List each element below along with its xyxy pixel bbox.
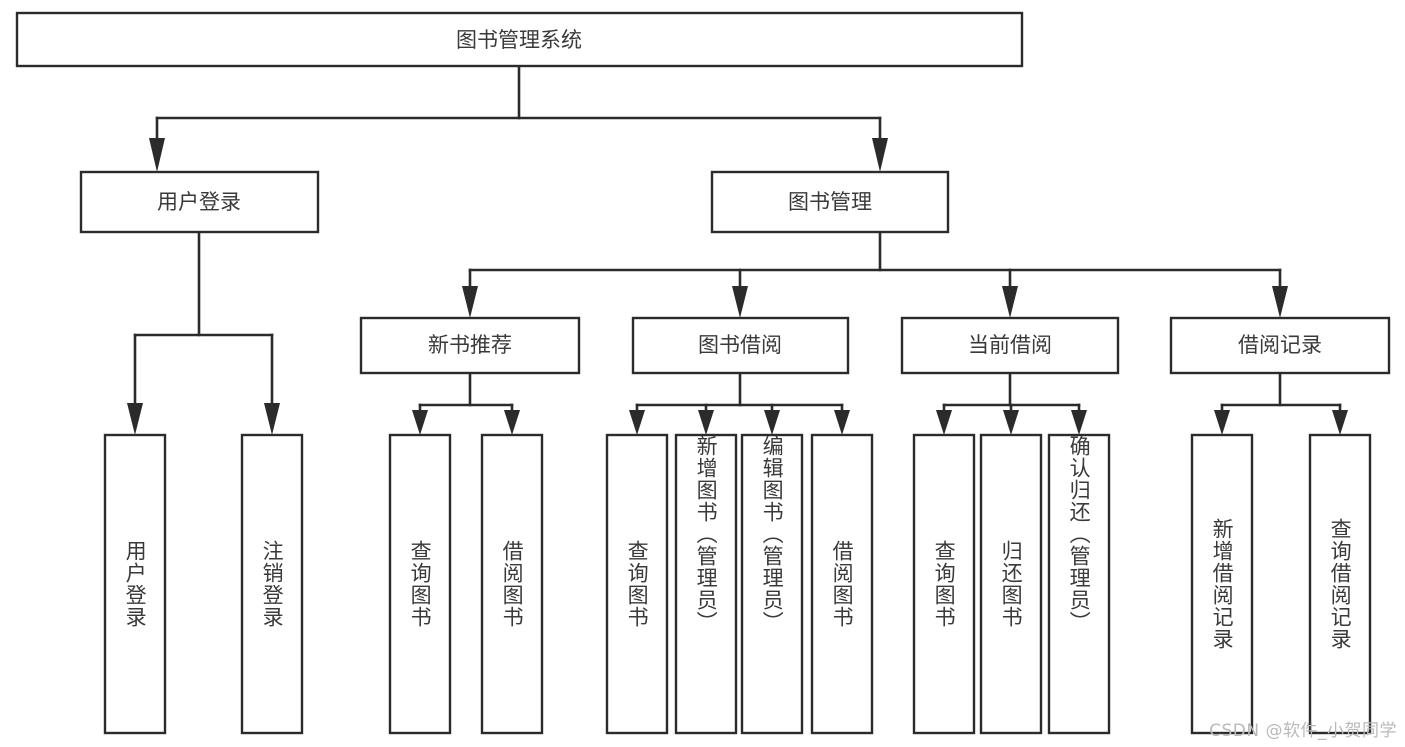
arrowhead-userlogin-leaf1 <box>127 403 143 435</box>
arrowhead-currentborrow-leaf1 <box>936 410 952 435</box>
node-leaf-return-book-box[interactable] <box>979 433 1043 735</box>
node-leaf-add-book-box[interactable] <box>674 433 738 735</box>
node-root-box[interactable] <box>15 11 1024 68</box>
connector-group-new-book <box>412 371 520 435</box>
node-leaf-confirm-return-box[interactable] <box>1047 433 1111 735</box>
arrowhead-root-to-user <box>149 138 165 172</box>
node-new-book-recommend-label: 新书推荐 <box>428 333 512 357</box>
node-leaf-edit-book-box[interactable] <box>740 433 804 735</box>
arrowhead-to-newbook <box>462 286 478 318</box>
node-leaf-query-book-1-box[interactable] <box>388 433 452 735</box>
connector-group-user-login <box>127 230 280 435</box>
node-borrow-record-box[interactable] <box>1169 316 1391 375</box>
arrowhead-to-currentborrow <box>1002 286 1018 318</box>
node-current-borrow-label: 当前借阅 <box>968 333 1052 357</box>
node-new-book-recommend-box[interactable] <box>359 316 581 375</box>
node-borrow-record-label: 借阅记录 <box>1238 333 1322 357</box>
node-book-borrow-box[interactable] <box>631 316 850 375</box>
node-current-borrow-box[interactable] <box>900 316 1120 375</box>
arrowhead-newbook-leaf2 <box>504 410 520 435</box>
node-leaf-borrow-book-2-box[interactable] <box>810 433 874 735</box>
node-book-manage-label: 图书管理 <box>788 190 872 214</box>
node-leaf-query-record-box[interactable] <box>1308 433 1372 735</box>
arrowhead-bookborrow-leaf4 <box>834 410 850 435</box>
arrowhead-borrowrecord-leaf1 <box>1214 410 1230 435</box>
node-leaf-query-book-2-box[interactable] <box>605 433 669 735</box>
arrowhead-newbook-leaf1 <box>412 410 428 435</box>
connector-group-current-borrow <box>936 371 1087 435</box>
connector-group-book-borrow <box>629 371 850 435</box>
arrowhead-userlogin-leaf2 <box>264 403 280 435</box>
arrowhead-currentborrow-leaf3 <box>1071 410 1087 435</box>
connector-group-borrow-record <box>1214 371 1348 435</box>
watermark: CSDN @软件_小贺同学 <box>1209 721 1397 741</box>
arrowhead-borrowrecord-leaf2 <box>1332 410 1348 435</box>
node-book-borrow-label: 图书借阅 <box>698 333 782 357</box>
node-leaf-add-record-box[interactable] <box>1190 433 1254 735</box>
node-user-login-label: 用户登录 <box>157 190 241 214</box>
node-leaf-borrow-book-1-box[interactable] <box>480 433 544 735</box>
arrowhead-to-borrowrecord <box>1272 286 1288 318</box>
arrowhead-currentborrow-leaf2 <box>1003 410 1019 435</box>
arrowhead-root-to-bookmanage <box>872 138 888 172</box>
node-root-label: 图书管理系统 <box>456 28 582 52</box>
connector-group-book-manage <box>462 230 1288 318</box>
arrowhead-to-bookborrow <box>732 286 748 318</box>
node-leaf-query-book-3-box[interactable] <box>912 433 976 735</box>
arrowhead-bookborrow-leaf3 <box>764 410 780 435</box>
arrowhead-bookborrow-leaf1 <box>629 410 645 435</box>
connector-group-root <box>149 64 888 172</box>
node-book-manage-box[interactable] <box>710 170 950 234</box>
node-user-login-box[interactable] <box>79 170 320 234</box>
node-leaf-user-login-box[interactable] <box>103 433 167 735</box>
node-leaf-logout-login-box[interactable] <box>240 433 304 735</box>
arrowhead-bookborrow-leaf2 <box>698 410 714 435</box>
